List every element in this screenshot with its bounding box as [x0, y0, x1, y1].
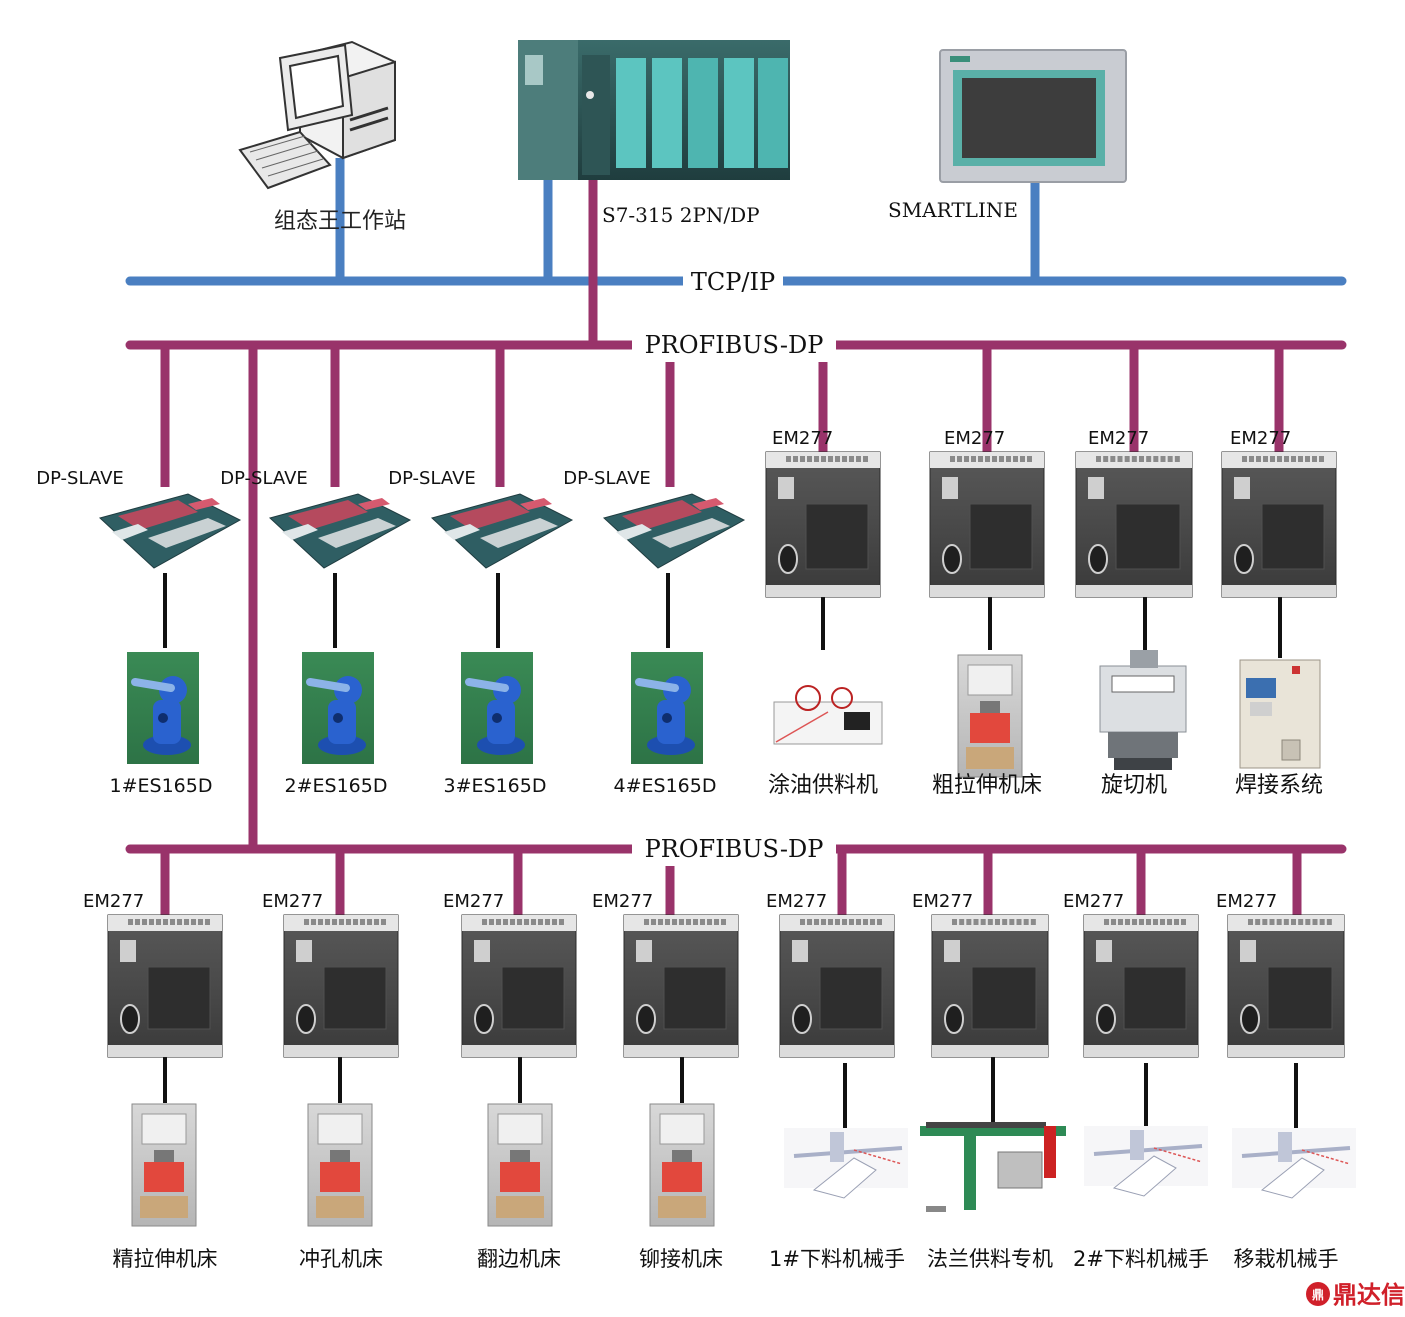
em277-top-group: EM277 涂油供料机 EM277 粗拉伸机床 EM277 旋切机 EM277 焊接系统	[765, 428, 1337, 798]
em277-unit: EM277 移栽机械手	[1216, 891, 1356, 1271]
em277-label: EM277	[83, 891, 144, 912]
em277-unit: EM277 铆接机床	[592, 891, 739, 1271]
watermark-text: 鼎达信	[1333, 1281, 1405, 1309]
em277-label: EM277	[766, 891, 827, 912]
workstation-label: 组态王工作站	[274, 209, 406, 234]
em277-label: EM277	[1216, 891, 1277, 912]
em277-label: EM277	[772, 428, 833, 449]
workstation-computer-icon	[238, 40, 396, 190]
manipulator-arm-icon	[1232, 1128, 1356, 1199]
device-label: 粗拉伸机床	[932, 773, 1042, 798]
em277-label: EM277	[912, 891, 973, 912]
em277-label: EM277	[1230, 428, 1291, 449]
em277-bottom-group: EM277精拉伸机床EM277冲孔机床EM277翻边机床EM277铆接机床EM2…	[83, 891, 1356, 1271]
dp-slave-board-icon	[98, 493, 242, 569]
em277-module-icon	[623, 914, 739, 1058]
em277-module-icon	[461, 914, 577, 1058]
em277-module-icon	[1221, 451, 1337, 598]
em277-unit: EM277 精拉伸机床	[83, 891, 223, 1271]
industrial-robot-icon	[631, 652, 703, 764]
em277-unit: EM277 冲孔机床	[262, 891, 399, 1271]
em277-module-icon	[1075, 451, 1193, 598]
em277-label: EM277	[944, 428, 1005, 449]
industrial-robot-icon	[461, 652, 533, 764]
hmi-panel-icon	[939, 49, 1127, 183]
em277-label: EM277	[443, 891, 504, 912]
em277-label: EM277	[592, 891, 653, 912]
em277-module-icon	[931, 914, 1049, 1058]
profibus-top-label: PROFIBUS-DP	[645, 331, 824, 359]
em277-module-icon	[765, 451, 881, 598]
manipulator-arm-icon	[784, 1128, 908, 1199]
em277-module-icon	[1227, 914, 1345, 1058]
device-label: 移栽机械手	[1234, 1247, 1339, 1271]
svg-text:鼎: 鼎	[1312, 1288, 1324, 1302]
press-machine-icon	[487, 1103, 553, 1227]
device-label: 翻边机床	[477, 1247, 561, 1271]
em277-unit: EM277 焊接系统	[1221, 428, 1337, 798]
profibus-bottom-label: PROFIBUS-DP	[645, 835, 824, 863]
em277-unit: EM277 1#下料机械手	[766, 891, 908, 1271]
dp-slave-board-icon	[602, 493, 746, 569]
dp-slave-unit: DP-SLAVE 4#ES165D	[563, 468, 746, 797]
oiling-feeder-icon	[768, 672, 890, 750]
dp-slave-label: DP-SLAVE	[563, 468, 651, 489]
em277-module-icon	[929, 451, 1045, 598]
dp-slave-label: DP-SLAVE	[220, 468, 308, 489]
em277-module-icon	[107, 914, 223, 1058]
robot-label: 2#ES165D	[285, 775, 388, 797]
tcp-ip-label: TCP/IP	[691, 268, 775, 296]
robot-label: 1#ES165D	[110, 775, 213, 797]
em277-unit: EM277 粗拉伸机床	[929, 428, 1045, 798]
industrial-robot-icon	[127, 652, 199, 764]
em277-unit: EM277 涂油供料机	[765, 428, 890, 798]
em277-label: EM277	[1063, 891, 1124, 912]
em277-unit: EM277 旋切机	[1075, 428, 1193, 798]
plc-label: S7-315 2PN/DP	[602, 203, 760, 227]
device-label: 铆接机床	[639, 1247, 723, 1271]
dp-slave-board-icon	[268, 493, 412, 569]
robot-label: 4#ES165D	[614, 775, 717, 797]
dp-slave-group: DP-SLAVE1#ES165DDP-SLAVE2#ES165DDP-SLAVE…	[36, 468, 746, 797]
device-label: 法兰供料专机	[927, 1247, 1053, 1271]
press-machine-icon	[307, 1103, 373, 1227]
press-machine-icon	[649, 1103, 715, 1227]
em277-unit: EM277 2#下料机械手	[1063, 891, 1209, 1271]
dp-slave-label: DP-SLAVE	[36, 468, 124, 489]
hmi-label: SMARTLINE	[888, 198, 1018, 222]
welding-system-icon	[1239, 659, 1321, 769]
em277-module-icon	[1083, 914, 1199, 1058]
flange-feeder-icon	[920, 1122, 1066, 1212]
dp-slave-unit: DP-SLAVE 3#ES165D	[388, 468, 574, 797]
device-label: 精拉伸机床	[113, 1247, 218, 1271]
device-label: 涂油供料机	[768, 773, 878, 798]
robot-label: 3#ES165D	[444, 775, 547, 797]
device-label: 旋切机	[1101, 773, 1167, 798]
dp-slave-unit: DP-SLAVE 2#ES165D	[220, 468, 412, 797]
em277-module-icon	[283, 914, 399, 1058]
em277-label: EM277	[1088, 428, 1149, 449]
dp-slave-unit: DP-SLAVE 1#ES165D	[36, 468, 242, 797]
press-machine-icon	[131, 1103, 197, 1227]
rotary-cutter-icon	[1099, 650, 1187, 770]
watermark-logo: 鼎 鼎达信	[1306, 1281, 1405, 1309]
em277-label: EM277	[262, 891, 323, 912]
device-label: 冲孔机床	[299, 1247, 383, 1271]
em277-unit: EM277 法兰供料专机	[912, 891, 1066, 1271]
device-label: 焊接系统	[1235, 773, 1323, 798]
device-label: 2#下料机械手	[1073, 1247, 1209, 1271]
plc-rack-icon	[518, 40, 790, 180]
dp-slave-board-icon	[430, 493, 574, 569]
device-label: 1#下料机械手	[769, 1247, 905, 1271]
em277-module-icon	[779, 914, 895, 1058]
dp-slave-label: DP-SLAVE	[388, 468, 476, 489]
em277-unit: EM277 翻边机床	[443, 891, 577, 1271]
press-machine-icon	[957, 654, 1023, 778]
manipulator-arm-icon	[1084, 1126, 1208, 1197]
industrial-robot-icon	[302, 652, 374, 764]
